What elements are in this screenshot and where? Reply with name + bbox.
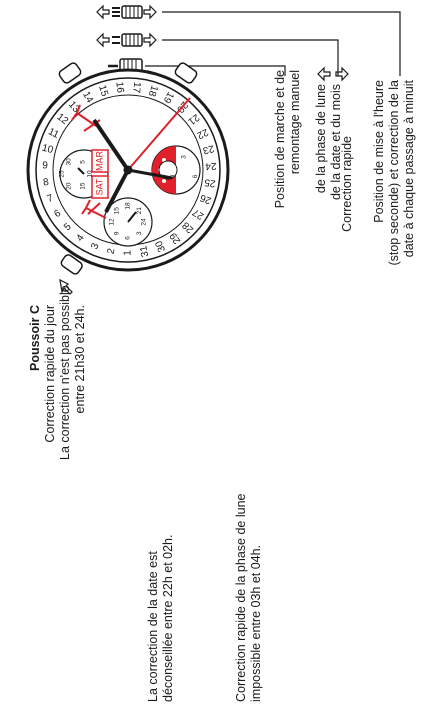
- pusher-c-title: Poussoir C: [28, 305, 43, 460]
- moon-note-line1: Correction rapide de la phase de lune: [234, 494, 249, 702]
- label-moon-note: Correction rapide de la phase de lune im…: [234, 494, 264, 702]
- crown-position-3-line2: (stop seconde) et correction de la: [387, 80, 402, 296]
- pusher-c-line2: La correction n'est pas possible: [58, 305, 73, 460]
- subdial-hour-number: 24: [141, 218, 148, 226]
- crown-position-2-moon: de la phase de lune: [314, 84, 329, 210]
- subdial-hour-number: 6: [125, 236, 132, 240]
- date-number: 25: [203, 176, 216, 189]
- pusher-c-line1: Correction rapide du jour: [43, 305, 58, 460]
- crown-position-2-date: de la date et du mois: [329, 84, 344, 210]
- day-window-label: SAT: [94, 178, 104, 195]
- subdial-moonphase: [152, 146, 200, 194]
- crown-position-3: [97, 6, 156, 18]
- subdial-day-number: 5: [80, 160, 87, 164]
- date-number: 16: [113, 81, 125, 94]
- crown-position-3-line3: date à chaque passage à minuit: [402, 80, 417, 296]
- arrow-left-icon: [97, 34, 109, 46]
- subdial-moon-number: 3: [181, 155, 188, 159]
- date-number: 24: [205, 160, 217, 172]
- arrow-right-icon: [144, 6, 156, 18]
- subdial-day-number: 25: [59, 170, 66, 178]
- crown-position-3-line1: Position de mise à l'heure: [372, 80, 387, 296]
- subdial-day-number: 30: [66, 158, 73, 166]
- crown-position-1-text: Position de marche et de remontage manue…: [273, 70, 303, 270]
- subdial-hour-number: 12: [109, 218, 116, 226]
- date-number: 17: [130, 81, 142, 94]
- date-number: 9: [42, 160, 49, 171]
- subdial-day-number: 10: [87, 170, 94, 178]
- subdial-hour-number: 18: [125, 202, 132, 210]
- subdial-day-number: 15: [80, 182, 87, 190]
- date-note-line2: déconseillée entre 22h et 02h.: [161, 535, 176, 703]
- subdial-moon-number: 6: [192, 174, 199, 178]
- arrow-right-icon: [144, 34, 156, 46]
- date-note-line1: La correction de la date est: [146, 535, 161, 703]
- pusher-c-line3: entre 21h30 et 24h.: [73, 305, 88, 460]
- arrow-left-icon: [97, 6, 109, 18]
- crown-position-2: [97, 34, 156, 46]
- label-pusher-c: Poussoir C Correction rapide du jour La …: [28, 305, 88, 460]
- subdial-hour-number: 15: [113, 207, 120, 215]
- crown-icon: [122, 34, 142, 46]
- subdial-moon-number: 9: [169, 174, 176, 178]
- date-number: 1: [123, 250, 134, 256]
- label-date-note: La correction de la date est déconseillé…: [146, 535, 176, 703]
- moon-note-line2: impossible entre 03h et 04h.: [249, 494, 264, 702]
- subdial-hour-number: 9: [113, 231, 120, 235]
- label-crown-position-3: Position de mise à l'heure (stop seconde…: [372, 80, 417, 296]
- crown-icon: [122, 6, 142, 18]
- arrow-left-icon: [318, 68, 330, 80]
- subdial-day-number: 20: [66, 182, 73, 190]
- label-crown-position-2: de la phase de lune de la date et du moi…: [314, 84, 344, 210]
- subdial-hour-number: 3: [136, 231, 143, 235]
- subdial-hour-number: 21: [136, 207, 143, 215]
- month-window-label: MAR: [94, 151, 104, 172]
- label-crown-position-1: Position de marche et de remontage manue…: [273, 70, 303, 270]
